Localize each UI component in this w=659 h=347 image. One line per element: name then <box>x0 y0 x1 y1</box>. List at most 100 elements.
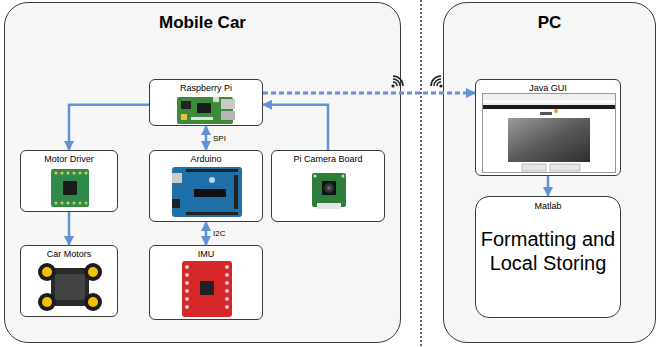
illustration-part <box>55 172 88 205</box>
bus-label: I2C <box>212 229 226 238</box>
illustration-part <box>181 101 191 109</box>
illustration-part <box>342 175 345 178</box>
wifi-icon <box>431 76 443 88</box>
illustration-part <box>63 181 77 195</box>
illustration-part <box>51 268 89 306</box>
illustration-part <box>185 265 229 309</box>
illustration-part <box>185 281 189 285</box>
illustration-part <box>225 297 229 301</box>
illustration-part <box>483 105 615 109</box>
illustration-part <box>391 84 394 87</box>
illustration-part <box>554 109 558 113</box>
illustration-part <box>186 212 238 215</box>
illustration-part <box>73 202 76 205</box>
illustration-part <box>185 305 189 309</box>
node-body: Formatting and Local Storing <box>480 227 616 275</box>
illustration-part <box>172 173 182 183</box>
illustration-part <box>322 181 336 195</box>
illustration-part <box>185 289 189 293</box>
arduino-board <box>172 167 242 217</box>
illustration-part <box>55 172 58 175</box>
illustration-part <box>185 265 189 269</box>
illustration-part <box>437 82 441 86</box>
illustration-part <box>225 289 229 293</box>
illustration-part <box>172 167 242 217</box>
illustration-part <box>434 79 441 86</box>
illustration-part <box>483 94 616 173</box>
illustration-part <box>213 97 219 102</box>
node-title: Arduino <box>190 151 221 164</box>
illustration-part <box>61 202 64 205</box>
illustration-part <box>312 173 346 207</box>
data-arrow <box>547 176 550 196</box>
component-box: IMU <box>149 245 263 320</box>
data-arrow <box>68 212 71 245</box>
illustration-part <box>225 305 229 309</box>
illustration-part <box>393 79 400 86</box>
illustration-part <box>225 265 229 269</box>
component-box: Raspberry Pi <box>149 79 263 126</box>
illustration-part <box>79 172 82 175</box>
illustration-part <box>172 199 180 208</box>
node-title: Matlab <box>534 197 561 211</box>
illustration-part <box>85 172 88 175</box>
illustration-part <box>317 203 341 209</box>
illustration-part <box>550 164 580 171</box>
illustration-part <box>67 202 70 205</box>
system-panel: Mobile Car Raspberry Pi Motor Driver Ard… <box>4 2 401 343</box>
illustration-part <box>225 281 229 285</box>
illustration-part <box>55 274 85 300</box>
illustration-part <box>84 293 102 311</box>
illustration-part <box>538 110 560 116</box>
node-title: Java GUI <box>529 80 567 93</box>
illustration-part <box>221 99 235 109</box>
illustration-part <box>42 267 52 277</box>
component-box: Car Motors <box>20 245 118 317</box>
data-arrow <box>69 105 149 150</box>
node-title: IMU <box>198 246 215 259</box>
illustration-part <box>38 293 56 311</box>
illustration-part <box>234 175 238 209</box>
illustration-part <box>483 104 615 105</box>
node-title: Mobile Car <box>159 3 246 33</box>
illustration-part <box>73 172 76 175</box>
illustration-part <box>197 103 211 113</box>
illustration-part <box>225 273 229 277</box>
illustration-part <box>439 84 442 87</box>
illustration-part <box>522 164 546 171</box>
illustration-part <box>186 169 238 172</box>
illustration-part <box>209 177 215 183</box>
illustration-part <box>182 261 232 317</box>
software-box: MatlabFormatting and Local Storing <box>475 196 621 318</box>
bus-label: SPI <box>212 134 227 143</box>
illustration-part <box>85 202 88 205</box>
software-box: Java GUI <box>475 79 621 176</box>
data-arrow <box>205 126 208 150</box>
imu-board <box>182 261 232 317</box>
component-box: Motor Driver <box>20 150 118 212</box>
illustration-part <box>200 281 214 295</box>
illustration-part <box>61 172 64 175</box>
car-chassis <box>37 258 103 314</box>
component-box: Arduino <box>149 150 263 222</box>
data-arrow <box>205 222 208 245</box>
illustration-part <box>79 202 82 205</box>
gui-screenshot <box>482 93 616 173</box>
node-title: Car Motors <box>47 246 92 259</box>
illustration-part <box>508 118 590 162</box>
illustration-part <box>393 82 397 86</box>
motor-driver-board <box>51 169 89 207</box>
system-panel: PC Java GUIMatlabFormatting and Local St… <box>443 2 656 343</box>
node-title: Raspberry Pi <box>180 80 232 93</box>
illustration-part <box>181 114 187 120</box>
illustration-part <box>327 186 331 190</box>
illustration-part <box>42 297 52 307</box>
illustration-part <box>185 273 189 277</box>
node-title: Pi Camera Board <box>293 151 362 164</box>
illustration-part <box>84 263 102 281</box>
component-box: Pi Camera Board <box>271 150 385 222</box>
illustration-part <box>324 183 334 193</box>
illustration-part <box>191 117 213 120</box>
